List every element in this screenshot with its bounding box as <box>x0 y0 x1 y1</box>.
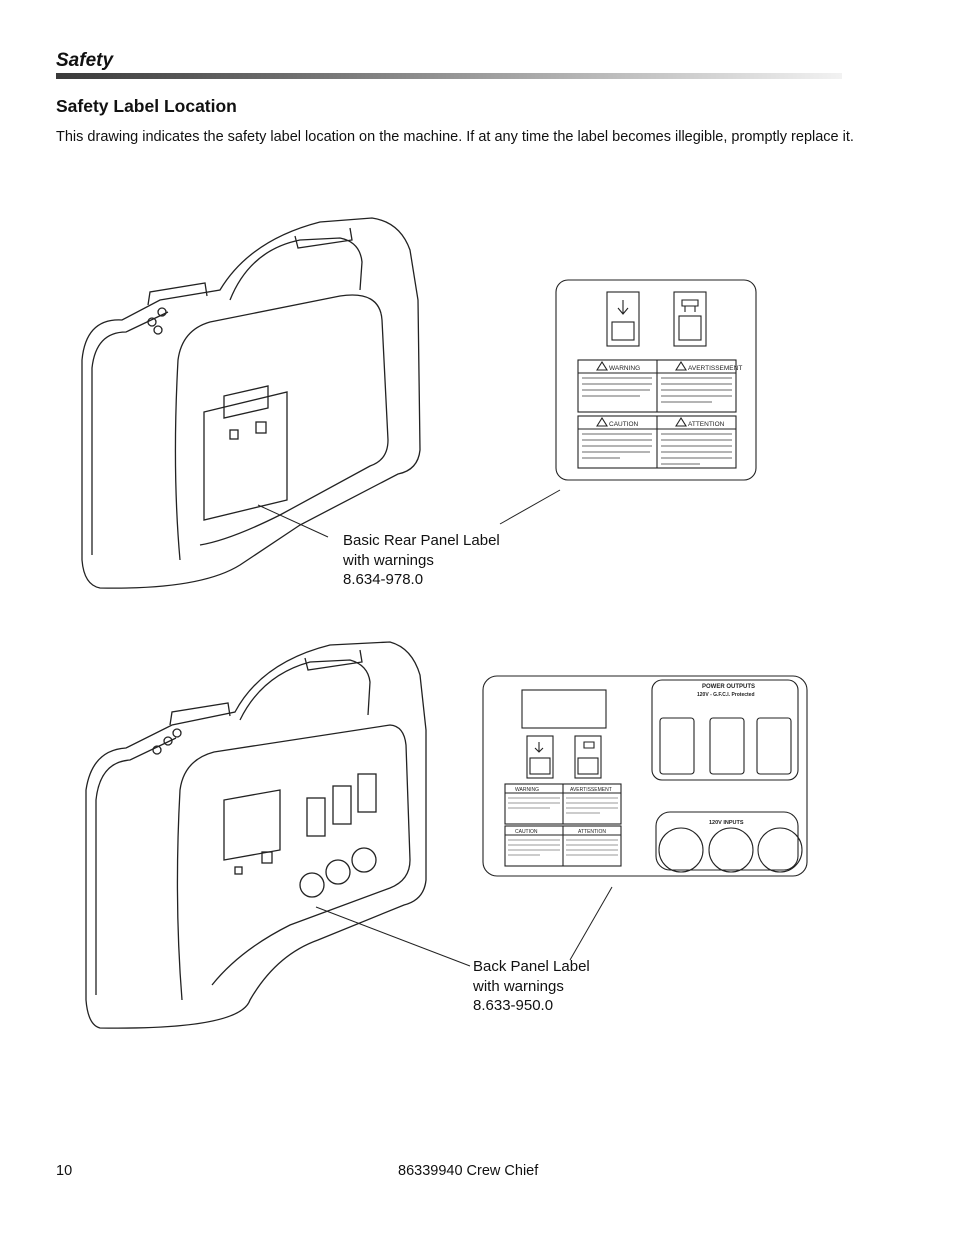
leader-line-1b <box>499 489 561 525</box>
document-id: 86339940 Crew Chief <box>398 1163 539 1179</box>
machine-drawing-2 <box>85 641 427 1029</box>
label2-inputs: 120V INPUTS <box>709 820 744 826</box>
label1-warning: WARNING <box>609 365 640 372</box>
intro-paragraph: This drawing indicates the safety label … <box>56 129 854 145</box>
label1-caution: CAUTION <box>609 421 639 428</box>
page-number: 10 <box>56 1163 73 1179</box>
callout-line: with warnings <box>473 977 564 995</box>
label2-gfci: 120V - G.F.C.I. Protected <box>697 692 755 698</box>
rear-panel-label-drawing <box>555 279 757 481</box>
section-title: Safety <box>56 50 114 71</box>
label2-avertissement: AVERTISSEMENT <box>570 787 612 793</box>
label1-attention: ATTENTION <box>688 421 725 428</box>
callout-line: 8.633-950.0 <box>473 997 554 1014</box>
leader-line-2a <box>315 906 471 967</box>
callout-back-panel-label: Back Panel Label with warnings 8.633-950… <box>473 957 590 1016</box>
label2-caution: CAUTION <box>515 829 538 835</box>
callout-rear-panel-label: Basic Rear Panel Label with warnings 8.6… <box>343 531 500 590</box>
callout-line: 8.634-978.0 <box>343 571 424 588</box>
machine-drawing-1 <box>81 217 421 589</box>
label2-attention: ATTENTION <box>578 829 606 835</box>
page-heading: Safety Label Location <box>56 96 237 116</box>
label2-power-outputs: POWER OUTPUTS <box>702 684 755 690</box>
label2-warning: WARNING <box>515 787 539 793</box>
header-rule <box>56 73 842 79</box>
label1-avertissement: AVERTISSEMENT <box>688 365 742 372</box>
back-panel-label-drawing <box>482 675 808 877</box>
callout-line: Basic Rear Panel Label <box>343 532 500 549</box>
leader-line-1a <box>257 504 329 538</box>
leader-line-2b <box>569 886 613 961</box>
callout-line: Back Panel Label <box>473 958 590 975</box>
callout-line: with warnings <box>343 551 434 569</box>
